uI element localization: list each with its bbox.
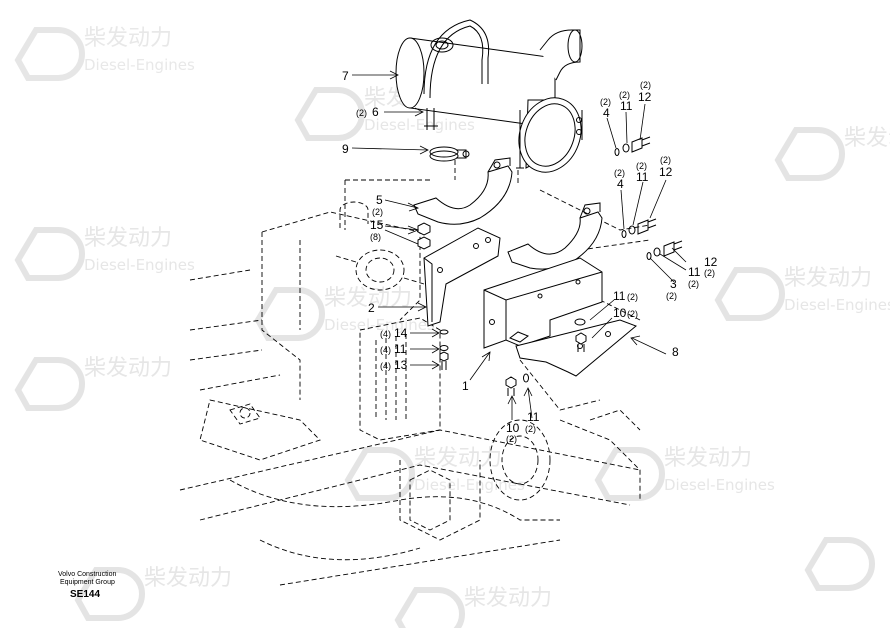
support-bracket-2 <box>423 227 501 327</box>
callout-15-qty: (8) <box>370 232 381 242</box>
hardware-lower-right <box>646 240 683 260</box>
watermark-tagline: Diesel-Engines <box>664 476 775 494</box>
watermark-brand: 柴发动力 <box>84 226 172 251</box>
watermark-brand: 柴发动力 <box>464 586 552 611</box>
support-plate-8 <box>515 319 637 377</box>
bolt-6 <box>424 108 438 130</box>
hardware-10-11-lower <box>505 373 529 396</box>
callout-tr-11: 11 <box>620 99 633 113</box>
callout-mr-11-qty: (2) <box>636 161 647 171</box>
callout-10b-qty: (2) <box>627 309 638 319</box>
watermark-layer: 柴发动力 Diesel-Engines 柴发动力 Diesel-Engines … <box>14 26 890 628</box>
callout-13-qty: (4) <box>380 361 391 371</box>
footer-drawing-code: SE144 <box>70 589 100 600</box>
watermark-brand: 柴发动力 <box>664 446 752 471</box>
watermark-logo: 柴发动力 Diesel-Engines <box>594 446 775 501</box>
watermark-tagline: Diesel-Engines <box>364 116 475 134</box>
watermark-logo: 柴发动力 <box>74 566 232 621</box>
callout-13: 13 <box>394 358 408 372</box>
watermark-logo: 柴发动力 Diesel-Engines <box>14 226 195 281</box>
callout-lr-12-qty: (2) <box>704 268 715 278</box>
nut-15 <box>417 222 431 250</box>
callout-lr-3: 3 <box>670 277 677 291</box>
callout-6-qty: (2) <box>356 108 367 118</box>
callout-lr-12: 12 <box>704 255 718 269</box>
hardware-mid-right <box>621 218 657 238</box>
watermark-brand: 柴发动力 <box>84 356 172 381</box>
callout-11a: 11 <box>394 342 407 356</box>
watermark-brand: 柴发动力 <box>844 126 890 151</box>
callout-10a-qty: (2) <box>506 434 517 444</box>
watermark-logo: 柴发动力 <box>774 126 890 181</box>
callout-2: 2 <box>368 301 375 315</box>
callout-11a-qty: (4) <box>380 345 391 355</box>
watermark-logo: 柴发动力 Diesel-Engines <box>344 446 525 501</box>
muffler <box>395 19 583 173</box>
callout-tr-12: 12 <box>638 90 652 104</box>
hardware-top-right <box>614 136 651 156</box>
callout-11b-qty: (2) <box>525 424 536 434</box>
footer-company-line2: Equipment Group <box>60 579 115 586</box>
footer-company-line1: Volvo Construction <box>58 571 116 578</box>
callout-lr-11: 11 <box>688 265 701 279</box>
watermark-logo: 柴发动力 Diesel-Engines <box>14 26 195 81</box>
callout-lr-11-qty: (2) <box>688 279 699 289</box>
watermark-logo <box>804 537 875 591</box>
footer-block: Volvo Construction Equipment Group SE144 <box>58 571 116 600</box>
watermark-brand: 柴发动力 <box>84 26 172 51</box>
clamp-9 <box>429 146 470 162</box>
watermark-tagline: Diesel-Engines <box>84 256 195 274</box>
callout-5: 5 <box>376 193 383 207</box>
watermark-brand: 柴发动力 <box>414 446 502 471</box>
callout-10b: 10 <box>613 306 627 320</box>
callout-tr-11-qty: (2) <box>619 90 630 100</box>
callout-14-qty: (4) <box>380 329 391 339</box>
watermark-tagline: Diesel-Engines <box>414 476 525 494</box>
callout-mr-12-qty: (2) <box>660 155 671 165</box>
watermark-logo: 柴发动力 Diesel-Engines <box>714 266 890 321</box>
callout-tr-12-qty: (2) <box>640 80 651 90</box>
callout-mr-4: 4 <box>617 177 624 191</box>
callout-mr-11: 11 <box>636 170 649 184</box>
watermark-logo: 柴发动力 <box>14 356 172 411</box>
watermark-tagline: Diesel-Engines <box>784 296 890 314</box>
callout-mr-4-qty: (2) <box>614 168 625 178</box>
callout-tr-4-qty: (2) <box>600 97 611 107</box>
callout-1: 1 <box>462 379 469 393</box>
callout-11b: 11 <box>527 410 540 424</box>
callout-14: 14 <box>394 326 408 340</box>
callout-9: 9 <box>342 142 349 156</box>
leader-lines <box>351 70 687 420</box>
watermark-logo: 柴发动力 Diesel-Engines <box>254 286 435 341</box>
watermark-brand: 柴发动力 <box>144 566 232 591</box>
callout-10a: 10 <box>506 421 520 435</box>
watermark-logo: 柴发动力 <box>394 586 552 628</box>
hardware-10-11-right <box>574 318 587 352</box>
hardware-14-11-13 <box>439 329 449 370</box>
callout-7: 7 <box>342 69 349 83</box>
callout-tr-4: 4 <box>603 106 610 120</box>
callout-lr-3-qty: (2) <box>666 291 677 301</box>
callout-6: 6 <box>372 105 379 119</box>
callout-5-qty: (2) <box>372 207 383 217</box>
callout-8: 8 <box>672 345 679 359</box>
callout-11c-qty: (2) <box>627 292 638 302</box>
machine-frame-outline <box>179 160 651 586</box>
callout-15: 15 <box>370 218 384 232</box>
support-bracket-1 <box>483 257 603 349</box>
callout-11c: 11 <box>613 289 626 303</box>
watermark-brand: 柴发动力 <box>784 266 872 291</box>
callout-labels: 7 (2) 6 9 5 (2) 15 (8) 2 (4) 14 (4) 11 (… <box>342 69 718 444</box>
watermark-tagline: Diesel-Engines <box>84 56 195 74</box>
callout-mr-12: 12 <box>659 165 673 179</box>
